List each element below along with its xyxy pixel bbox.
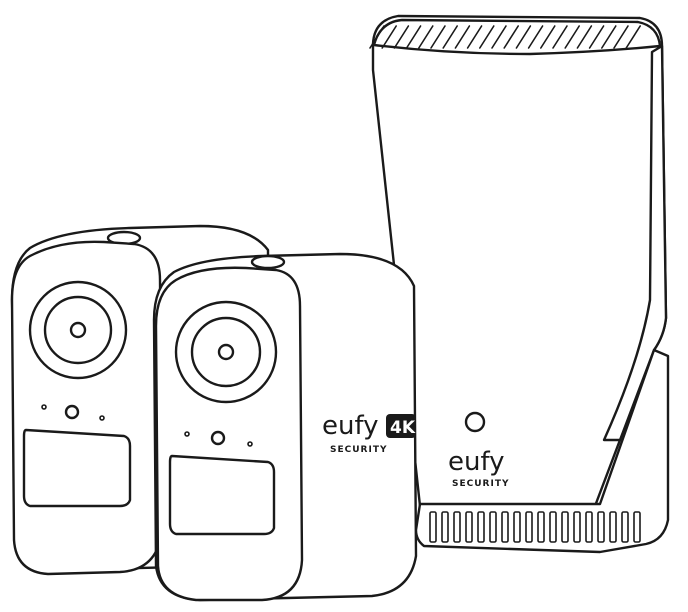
base-vents bbox=[429, 511, 641, 543]
grille-slat bbox=[478, 25, 495, 49]
grille-slat bbox=[564, 25, 581, 49]
camera-right-sensor-dot bbox=[247, 441, 253, 447]
base-vent-slot bbox=[477, 511, 485, 543]
resolution-badge-text: 4K bbox=[390, 418, 416, 438]
base-vent-slot bbox=[585, 511, 593, 543]
homebase-led-button bbox=[464, 411, 486, 433]
base-vent-slot bbox=[609, 511, 617, 543]
grille-slat bbox=[442, 25, 459, 49]
base-vent-slot bbox=[573, 511, 581, 543]
grille-slat bbox=[588, 25, 605, 49]
grille-slat bbox=[393, 25, 410, 49]
grille-slat bbox=[417, 25, 434, 49]
homebase-top-grille bbox=[372, 18, 662, 56]
grille-slat bbox=[405, 25, 422, 49]
homebase-brand-sub: SECURITY bbox=[452, 479, 509, 489]
grille-slat bbox=[600, 25, 617, 49]
grille-slat bbox=[454, 25, 471, 49]
base-vent-slot bbox=[465, 511, 473, 543]
grille-slat bbox=[381, 25, 398, 49]
camera-right-sensor-dot bbox=[184, 431, 190, 437]
camera-left-sensor-dot bbox=[99, 415, 105, 421]
grille-slat bbox=[430, 25, 446, 49]
base-vent-slot bbox=[633, 511, 641, 543]
grille-slat bbox=[466, 25, 483, 49]
camera-left-pir-window bbox=[22, 428, 132, 508]
grille-slat bbox=[491, 25, 507, 49]
camera-right-brand-logo: eufy bbox=[322, 411, 379, 441]
grille-slat bbox=[613, 25, 629, 49]
base-vent-slot bbox=[489, 511, 497, 543]
resolution-badge: 4K bbox=[386, 414, 416, 438]
homebase: eufy SECURITY bbox=[369, 14, 670, 554]
grille-slat bbox=[527, 25, 544, 49]
base-vent-slot bbox=[561, 511, 569, 543]
base-vent-slot bbox=[525, 511, 533, 543]
base-vent-slot bbox=[453, 511, 461, 543]
camera-right-pir-window bbox=[168, 454, 276, 536]
grille-slat bbox=[369, 25, 385, 49]
base-vent-slot bbox=[621, 511, 629, 543]
camera-left-sensor-dot bbox=[41, 404, 47, 410]
grille-slat bbox=[576, 25, 593, 49]
camera-left-mic bbox=[64, 404, 80, 420]
base-vent-slot bbox=[501, 511, 509, 543]
camera-right-brand-sub: SECURITY bbox=[330, 445, 387, 455]
base-vent-slot bbox=[537, 511, 545, 543]
grille-slat bbox=[539, 25, 556, 49]
camera-right-mic bbox=[210, 430, 226, 446]
grille-slat bbox=[552, 25, 568, 49]
homebase-brand-logo: eufy bbox=[448, 447, 505, 477]
base-vent-slot bbox=[597, 511, 605, 543]
base-vent-slot bbox=[513, 511, 521, 543]
camera-right-lens bbox=[217, 343, 235, 361]
camera-right: eufy 4K SECURITY bbox=[152, 252, 418, 602]
base-vent-slot bbox=[549, 511, 557, 543]
grille-slat bbox=[625, 25, 642, 49]
grille-vents bbox=[369, 25, 642, 49]
homebase-side-face bbox=[602, 44, 668, 442]
grille-slat bbox=[503, 25, 520, 49]
camera-left-lens bbox=[69, 321, 87, 339]
base-vent-slot bbox=[441, 511, 449, 543]
camera-right-top-button bbox=[250, 254, 286, 270]
base-vent-slot bbox=[429, 511, 437, 543]
grille-slat bbox=[515, 25, 532, 49]
